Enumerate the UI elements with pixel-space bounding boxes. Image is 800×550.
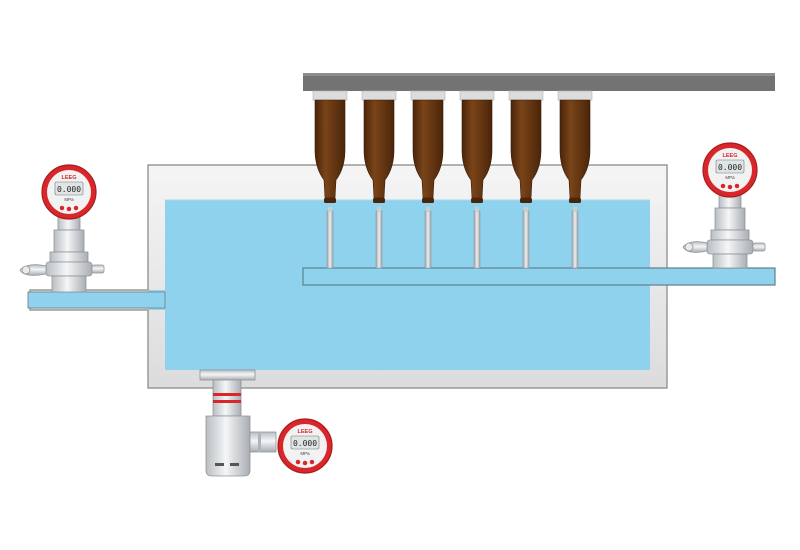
gauge-bottom-value: 0.000 [293,439,317,448]
spray-manifold-pipe [302,267,776,286]
bottom-drain-fitting [199,369,277,477]
bottle-mouth-4 [471,198,483,203]
bottle-base-3 [410,90,446,101]
nozzle-tip-6 [573,207,577,212]
gauge-bottom: LEEG 0.000 MPa [277,418,333,474]
bottle-mouth-6 [569,198,581,203]
gauge-right-value: 0.000 [718,163,742,172]
gauge-bottom-unit: MPa [300,451,310,456]
gauge-left-brand: LEEG [62,175,77,181]
gauge-left: LEEG 0.000 MPa [41,164,97,220]
bottle-mouth-1 [324,198,336,203]
spray-nozzle-5 [522,210,530,269]
nozzle-row [326,207,579,269]
bottle-base-4 [459,90,495,101]
bottle-icon [559,99,591,199]
bottle-icon [461,99,493,199]
gauge-left-unit: MPa [64,197,74,202]
nozzle-tip-1 [328,207,332,212]
conveyor-bar-highlight [303,73,775,76]
left-gauge-mount [19,215,105,293]
bottle-icon [363,99,395,199]
gauge-right-unit: MPa [725,175,735,180]
nozzle-tip-2 [377,207,381,212]
gauge-bottom-lcd [290,435,320,450]
spray-nozzle-3 [424,210,432,269]
bottle-base-5 [508,90,544,101]
nozzle-tip-4 [475,207,479,212]
gauge-right-lcd [715,159,745,174]
bottle-base-1 [312,90,348,101]
bottle-mouth-5 [520,198,532,203]
bottle-mouth-3 [422,198,434,203]
spray-nozzle-1 [326,210,334,269]
bottle-row [312,90,593,203]
bottle-base-6 [557,90,593,101]
right-gauge-mount [682,193,766,269]
gauge-left-lcd [54,181,84,196]
gauge-left-buttons [59,205,79,212]
nozzle-tip-5 [524,207,528,212]
spray-nozzle-4 [473,210,481,269]
nozzle-tip-3 [426,207,430,212]
bottle-mouth-2 [373,198,385,203]
gauge-right-brand: LEEG [723,153,738,159]
bottle-icon [510,99,542,199]
conveyor-bar [303,73,775,91]
bottle-icon [314,99,346,199]
gauge-left-value: 0.000 [57,185,81,194]
spray-nozzle-2 [375,210,383,269]
gauge-bottom-buttons [295,459,315,466]
gauge-right: LEEG 0.000 MPa [702,142,758,198]
spray-nozzle-6 [571,210,579,269]
gauge-bottom-brand: LEEG [298,429,313,435]
left-inlet-pipe [27,291,166,309]
bottle-base-2 [361,90,397,101]
gauge-right-buttons [720,183,740,190]
bottle-icon [412,99,444,199]
